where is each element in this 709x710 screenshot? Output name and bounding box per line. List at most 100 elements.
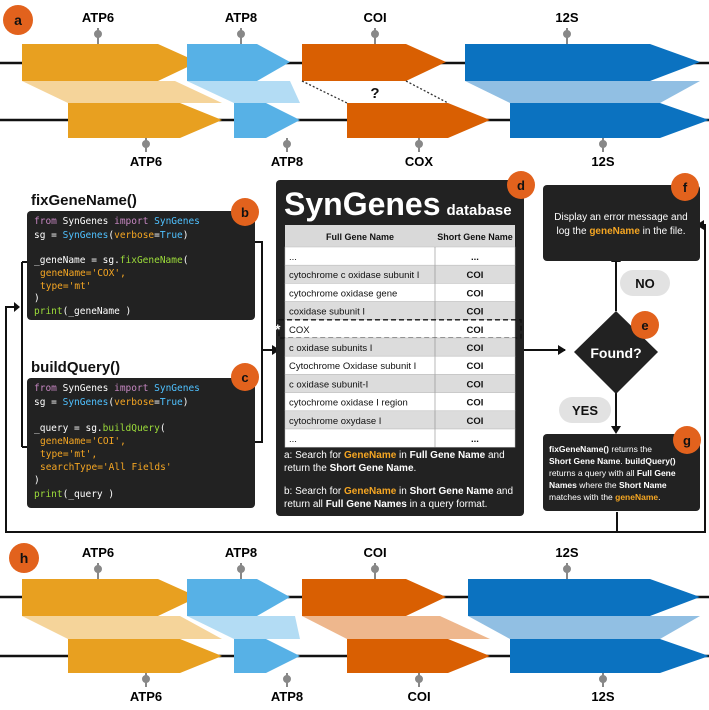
build-title: buildQuery() (31, 359, 120, 376)
highlight-cox-row (278, 319, 522, 339)
ribbon-atp6-h (22, 616, 222, 639)
panel-b-letter: b (241, 205, 249, 220)
gene-cox-lower (347, 103, 490, 138)
panel-h-letter: h (20, 550, 29, 566)
result-line-1: fixGeneName() returns the (549, 444, 652, 454)
build-code-line-3: _query = sg.buildQuery( (34, 423, 166, 434)
cell-full-gene-name: Cytochrome Oxidase subunit I (289, 361, 416, 372)
build-code-line-8: print(_query ) (34, 489, 114, 500)
panel-e-letter: e (641, 318, 648, 333)
panel-h-badge (9, 543, 39, 573)
cell-full-gene-name: coxidase subunit I (289, 307, 365, 318)
note-a-line2: return the Short Gene Name. (284, 463, 416, 474)
build-code-box (27, 378, 255, 508)
result-line-3: returns a query with all Full Gene (549, 468, 676, 478)
gene-coi-upper-h (302, 579, 446, 616)
cell-short-gene-name: COI (467, 398, 484, 409)
cell-full-gene-name: cytochrome oxydase I (289, 416, 381, 427)
gene-coi-lower-h (347, 639, 490, 673)
panel-c-badge (231, 363, 259, 391)
header-short-gene-name: Short Gene Name (437, 232, 513, 242)
build-code-line-2: sg = SynGenes(verbose=True) (34, 397, 189, 408)
label-atp6-h: ATP6 (82, 545, 114, 560)
panel-d-letter: d (517, 178, 525, 193)
panel-e-badge (631, 311, 659, 339)
label-atp6-h-lower: ATP6 (130, 689, 162, 704)
gene-atp6-lower-h (68, 639, 222, 673)
note-b-line2: return all Full Gene Names in a query fo… (284, 499, 487, 510)
dotted-link-left (301, 80, 348, 104)
table-row (284, 428, 516, 448)
panel-f-error: Display an error message and log the gen… (543, 173, 700, 261)
table-row (284, 246, 516, 266)
markers-bottom-upper (94, 563, 571, 579)
label-atp6-top-lower: ATP6 (130, 154, 162, 169)
question-mark: ? (370, 85, 379, 102)
gene-12s-upper (465, 44, 700, 81)
note-a-line1: a: Search for GeneName in Full Gene Name… (284, 450, 505, 461)
table-header-row (285, 225, 515, 247)
result-box (543, 434, 700, 511)
label-atp6-top: ATP6 (82, 10, 114, 25)
cell-short-gene-name: COI (467, 325, 484, 336)
flow-connectors (5, 224, 706, 533)
label-atp8-h-lower: ATP8 (271, 689, 303, 704)
gene-12s-lower (510, 103, 709, 138)
result-line-4: Names where the Short Name (549, 480, 667, 490)
panel-c-buildquery: buildQuery() from SynGenes import SynGen… (27, 359, 259, 508)
build-code-line-1: from SynGenes import SynGenes (34, 383, 200, 394)
cell-short-gene-name: COI (467, 270, 484, 281)
cell-full-gene-name: cytochrome oxidase gene (289, 288, 397, 299)
label-atp8-h: ATP8 (225, 545, 257, 560)
panel-f-badge (671, 173, 699, 201)
panel-a-letter: a (14, 12, 22, 28)
build-code-line-5: type='mt', (40, 449, 97, 460)
label-12s-h-lower: 12S (591, 689, 614, 704)
cell-short-gene-name: COI (467, 288, 484, 299)
ribbon-12s (465, 81, 700, 103)
label-coi-h-lower: COI (407, 689, 430, 704)
yes-pill (559, 397, 611, 423)
fix-code-line-6: ) (34, 293, 40, 304)
cell-short-gene-name: COI (467, 343, 484, 354)
cell-full-gene-name: c oxidase subunit-I (289, 379, 368, 390)
cell-short-gene-name: COI (467, 416, 484, 427)
markers-top-lower (142, 138, 607, 152)
fix-code-line-1: from SynGenes import SynGenes (34, 216, 200, 227)
build-code-line-4: geneName='COI', (40, 436, 126, 447)
gene-atp6-upper-h (22, 579, 198, 616)
no-pill (620, 270, 670, 296)
fix-code-line-2: sg = SynGenes(verbose=True) (34, 230, 189, 241)
fix-code-line-4: geneName='COX', (40, 268, 126, 279)
cell-short-gene-name: ... (471, 434, 479, 445)
decision-label: Found? (590, 345, 641, 361)
gene-12s-upper-h (468, 579, 700, 616)
cell-full-gene-name: cytochrome c oxidase subunit I (289, 270, 419, 281)
panel-b-fixgenename: fixGeneName() from SynGenes import SynGe… (27, 192, 259, 320)
gene-atp8-upper-h (187, 579, 290, 616)
panel-d-badge (507, 171, 535, 199)
fix-code-line-3: _geneName = sg.fixGeneName( (34, 255, 188, 266)
gene-atp6-lower (68, 103, 222, 138)
panel-a-badge (3, 5, 33, 35)
panel-g-letter: g (683, 433, 691, 448)
fix-title: fixGeneName() (31, 192, 137, 209)
gene-coi-upper (302, 44, 446, 81)
result-line-5: matches with the geneName. (549, 492, 661, 502)
cell-full-gene-name: ... (289, 434, 297, 445)
cell-full-gene-name: ... (289, 252, 297, 263)
right-rail (253, 241, 263, 443)
panel-e-decision: Found? NO YES e (559, 270, 670, 423)
ribbon-coi-h (302, 616, 490, 639)
loop-bottom-to-left (5, 306, 618, 533)
label-coi-top: COI (363, 10, 386, 25)
gene-atp8-lower (234, 103, 300, 138)
fix-code-box (27, 211, 255, 320)
fix-code-line-5: type='mt' (40, 281, 92, 292)
match-star: * (275, 321, 281, 337)
panel-h-gene-maps: ATP6 ATP8 COI 12S ATP6 ATP8 COI 12S h (0, 543, 709, 704)
